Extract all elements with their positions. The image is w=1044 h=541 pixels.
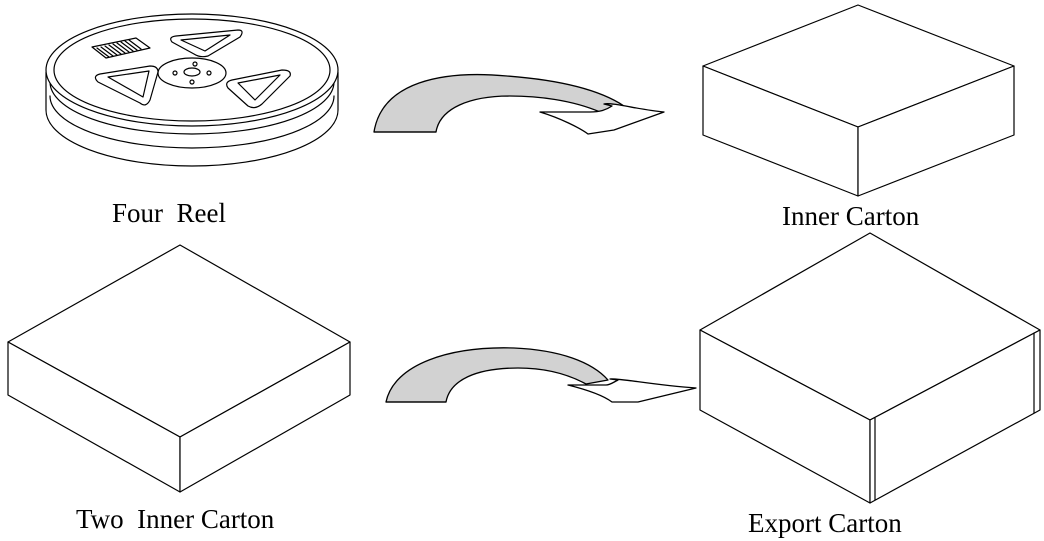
inner-carton-label: Inner Carton [782, 201, 920, 231]
two-inner-carton-label: Two Inner Carton [76, 504, 275, 534]
reel-label: Four Reel [112, 198, 226, 228]
export-carton-label: Export Carton [748, 508, 902, 538]
